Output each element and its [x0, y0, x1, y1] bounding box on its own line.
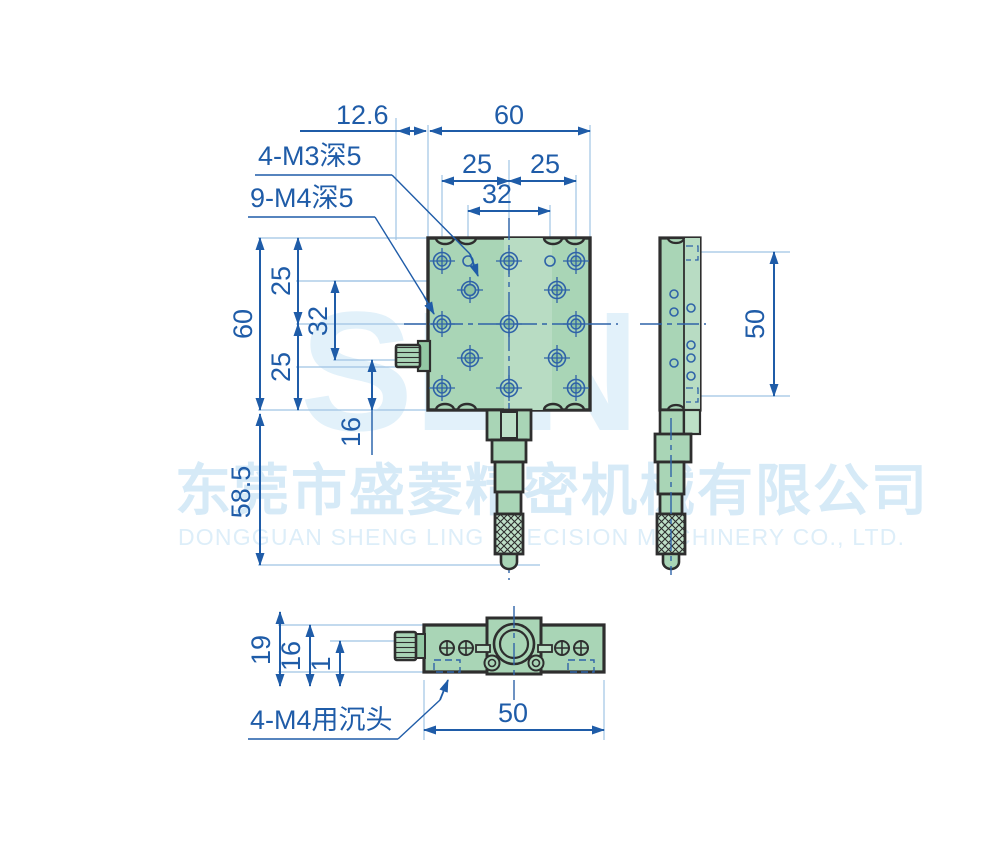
m3-target-hole	[463, 283, 477, 297]
callout-m3: 4-M3深5	[255, 141, 479, 277]
dimension-32-top-label: 32	[482, 179, 512, 209]
dimension-60-top: 60	[429, 100, 591, 136]
watermark-chinese-text: 东莞市盛菱精密机械有限公司	[175, 459, 929, 524]
dimension-1-label: 1	[306, 656, 336, 671]
dimension-50-side: 50	[740, 251, 779, 397]
dimension-19: 19	[246, 611, 285, 687]
bottom-edge-scallops	[434, 402, 586, 412]
dimension-25-b-label: 25	[530, 149, 560, 179]
dimension-12-6-label: 12.6	[336, 100, 389, 130]
micrometer-knurled-grip	[493, 512, 525, 556]
side-view-holes	[669, 289, 696, 381]
dimension-19-label: 19	[246, 635, 276, 665]
dimension-25-vertical-a: 25	[266, 237, 303, 325]
dimension-25-a: 25	[441, 149, 510, 186]
bottom-view-adjust-knob	[393, 630, 426, 662]
top-view	[258, 118, 618, 580]
dimension-12-6: 12.6	[300, 100, 427, 136]
top-edge-scallops	[434, 236, 586, 246]
callout-m4-label: 9-M4深5	[250, 183, 354, 213]
dimension-50-bottom-label: 50	[498, 698, 528, 728]
side-view-hidden-lines	[686, 245, 699, 403]
dimension-58-5: 58.5	[226, 413, 265, 566]
dimension-16: 16	[336, 359, 377, 455]
dimension-32-top: 32	[467, 179, 551, 216]
dimension-32-left-label: 32	[303, 306, 333, 336]
callout-m4: 9-M4深5	[248, 183, 435, 315]
dimension-25-vertical-a-label: 25	[266, 266, 296, 296]
dimension-50-bottom: 50	[423, 698, 605, 735]
dimension-50-side-label: 50	[740, 309, 770, 339]
bottom-view-fasteners	[439, 640, 589, 672]
side-view	[640, 236, 790, 575]
dimension-16-bottom: 16	[276, 624, 315, 687]
micrometer-assembly-side	[653, 408, 702, 575]
micrometer-assembly-front	[485, 408, 533, 571]
dimension-25-a-label: 25	[462, 149, 492, 179]
dimension-32-left: 32	[303, 280, 340, 361]
bottom-view-hidden-counterbores	[433, 659, 595, 673]
dimension-16-label: 16	[336, 417, 366, 447]
bottom-view	[278, 606, 606, 740]
dimension-60-left: 60	[228, 237, 265, 411]
callout-counterbore: 4-M4用沉头	[248, 679, 449, 740]
side-adjust-knob	[394, 339, 432, 373]
dimension-25-vertical-b-label: 25	[266, 352, 296, 382]
dimension-58-5-label: 58.5	[226, 466, 256, 519]
callout-m3-label: 4-M3深5	[258, 141, 362, 171]
dimension-25-vertical-b: 25	[266, 323, 303, 411]
dimension-25-b: 25	[508, 149, 577, 186]
dimension-16-bottom-label: 16	[276, 641, 306, 671]
watermark-english-text: DONGGUAN SHENG LING PRECISION MACHINERY …	[178, 524, 905, 550]
dimension-1: 1	[306, 640, 345, 687]
callout-counterbore-label: 4-M4用沉头	[250, 705, 393, 735]
dimension-60-top-label: 60	[494, 100, 524, 130]
dimension-60-left-label: 60	[228, 309, 258, 339]
